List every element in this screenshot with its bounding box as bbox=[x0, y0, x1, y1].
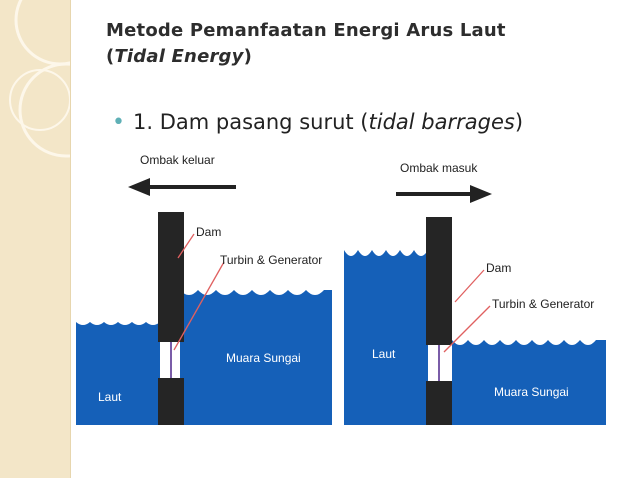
decorative-side-band bbox=[0, 0, 114, 478]
slide-title: Metode Pemanfaatan Energi Arus Laut (Tid… bbox=[106, 18, 616, 70]
bullet-dot-icon: • bbox=[112, 110, 125, 135]
right-arrow-label: Ombak masuk bbox=[400, 161, 478, 175]
bullet-item: •1. Dam pasang surut (tidal barrages) bbox=[112, 110, 524, 135]
diagram-right-panel: Ombak masuk Dam Turbin & Generator Laut … bbox=[344, 161, 606, 425]
right-turbine-label: Turbin & Generator bbox=[492, 297, 594, 311]
right-dam-upper bbox=[426, 217, 452, 345]
right-dam-lower bbox=[426, 381, 452, 425]
left-arrow-icon bbox=[128, 178, 150, 196]
left-turbine-label: Turbin & Generator bbox=[220, 253, 322, 267]
right-river-water bbox=[452, 340, 606, 425]
left-sea-water bbox=[76, 322, 160, 425]
left-dam-label: Dam bbox=[196, 225, 221, 239]
left-sea-label: Laut bbox=[98, 390, 122, 404]
right-arrow-icon bbox=[470, 185, 492, 203]
right-dam-label: Dam bbox=[486, 261, 511, 275]
left-arrow-label: Ombak keluar bbox=[140, 153, 215, 167]
left-dam-upper bbox=[158, 212, 184, 342]
right-river-label: Muara Sungai bbox=[494, 385, 569, 399]
left-river-label: Muara Sungai bbox=[226, 351, 301, 365]
right-sea-water bbox=[344, 250, 428, 425]
left-dam-lower bbox=[158, 378, 184, 425]
title-line-2: (Tidal Energy) bbox=[106, 46, 253, 67]
title-line-1: Metode Pemanfaatan Energi Arus Laut bbox=[106, 20, 506, 41]
right-sea-label: Laut bbox=[372, 347, 396, 361]
diagram-left-panel: Ombak keluar Dam Turbin & Generator Laut… bbox=[76, 153, 332, 425]
left-river-water bbox=[180, 290, 332, 425]
